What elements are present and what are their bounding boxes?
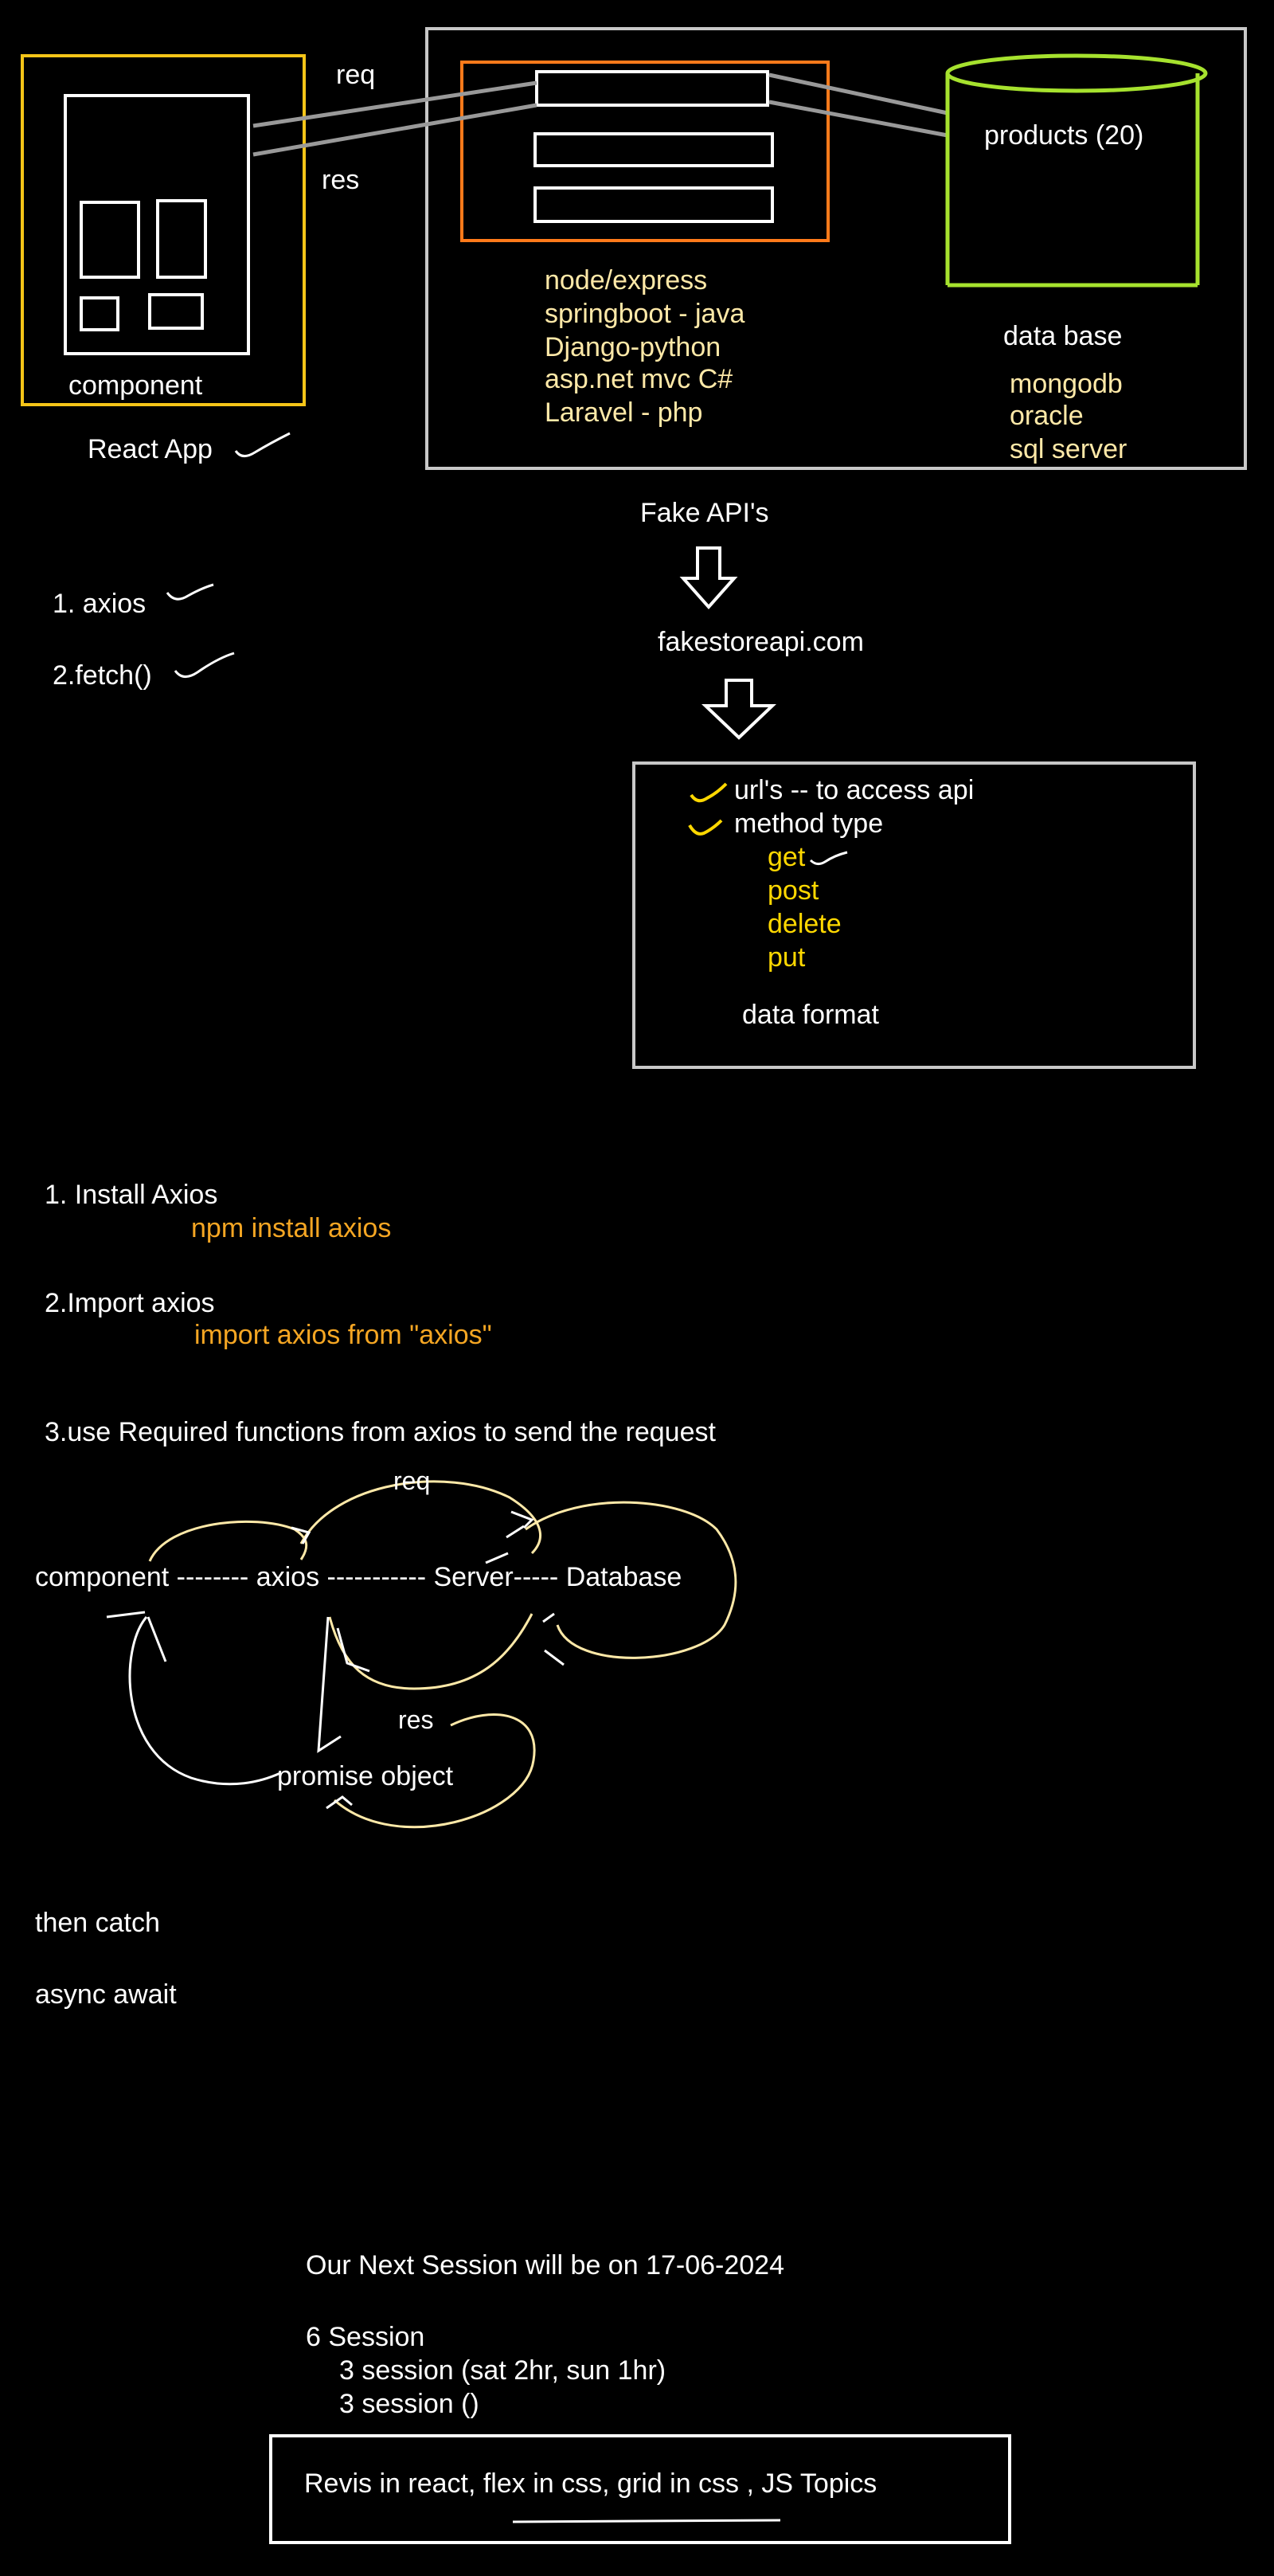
api-info-box	[632, 761, 1196, 1069]
res-line	[252, 103, 537, 157]
component-frame	[64, 94, 250, 355]
down-arrow-2	[701, 679, 776, 740]
db-mongodb: mongodb	[1010, 369, 1123, 399]
async-await: async await	[35, 1979, 177, 2010]
check-get	[809, 851, 848, 866]
component-label: component	[68, 370, 203, 401]
method-axios: 1. axios	[53, 589, 147, 619]
api-method-type: method type	[734, 808, 884, 839]
backend-laravel: Laravel - php	[545, 397, 703, 428]
topics-underline	[512, 2519, 781, 2523]
req-arc-3	[525, 1501, 737, 1659]
check-axios	[166, 583, 214, 601]
step-1: 1. Install Axios	[45, 1180, 218, 1210]
then-catch: then catch	[35, 1908, 160, 1938]
res-arc-1	[328, 1613, 533, 1690]
backend-box	[460, 61, 830, 242]
backend-aspnet: asp.net mvc C#	[545, 364, 733, 394]
next-session: Our Next Session will be on 17-06-2024	[306, 2250, 784, 2280]
step-3: 3.use Required functions from axios to s…	[45, 1417, 716, 1447]
api-data-format: data format	[742, 1000, 879, 1030]
route-row-2	[533, 132, 774, 167]
db-line-1	[768, 72, 948, 115]
backend-django: Django-python	[545, 332, 721, 362]
fakestore-site: fakestoreapi.com	[658, 627, 864, 657]
flow-line: component -------- axios ----------- Ser…	[35, 1562, 682, 1592]
session-count: 6 Session	[306, 2322, 425, 2352]
check-method	[688, 819, 723, 836]
step-2: 2.Import axios	[45, 1288, 215, 1318]
down-arrow-1	[679, 546, 738, 610]
products-label: products (20)	[984, 120, 1144, 151]
flow-res-label: res	[398, 1705, 434, 1734]
component-block-4	[148, 293, 204, 330]
verb-delete: delete	[768, 909, 842, 939]
database-cylinder	[945, 53, 1208, 288]
step-1-command: npm install axios	[191, 1213, 392, 1243]
db-sqlserver: sql server	[1010, 434, 1127, 464]
react-app-box	[21, 54, 306, 406]
component-block-1	[80, 201, 140, 279]
verb-get: get	[768, 842, 806, 872]
component-block-2	[156, 199, 207, 279]
res-label: res	[322, 165, 360, 195]
fake-api-title: Fake API's	[640, 498, 769, 528]
req-label: req	[336, 60, 376, 90]
flow-req-label: req	[393, 1466, 431, 1495]
verb-post: post	[768, 875, 819, 906]
topics-box	[269, 2434, 1011, 2544]
backend-node: node/express	[545, 265, 708, 296]
check-urls	[690, 782, 728, 803]
component-block-3	[80, 296, 119, 331]
session-item-1: 3 session (sat 2hr, sun 1hr)	[339, 2355, 666, 2386]
backend-spring: springboot - java	[545, 299, 745, 329]
verb-put: put	[768, 942, 806, 973]
flow-ticks	[106, 1510, 565, 1810]
promise-object: promise object	[277, 1761, 454, 1791]
req-line	[252, 80, 537, 128]
api-urls: url's -- to access api	[734, 775, 975, 805]
method-fetch: 2.fetch()	[53, 660, 152, 691]
db-line-2	[768, 100, 948, 138]
topics-text: Revis in react, flex in css, grid in css…	[304, 2468, 877, 2499]
check-fetch	[174, 652, 235, 678]
res-arc-2	[334, 1713, 536, 1829]
req-arc-2	[299, 1480, 542, 1555]
route-row-3	[533, 186, 774, 223]
route-row-1	[535, 70, 769, 107]
server-area-box	[425, 27, 1247, 470]
database-title: data base	[1003, 321, 1123, 351]
req-arc-1	[148, 1520, 308, 1562]
session-item-2: 3 session ()	[339, 2389, 479, 2419]
db-oracle: oracle	[1010, 401, 1084, 431]
react-app-label: React App	[88, 434, 213, 464]
step-2-command: import axios from "axios"	[194, 1320, 492, 1350]
check-react-app	[234, 432, 291, 457]
